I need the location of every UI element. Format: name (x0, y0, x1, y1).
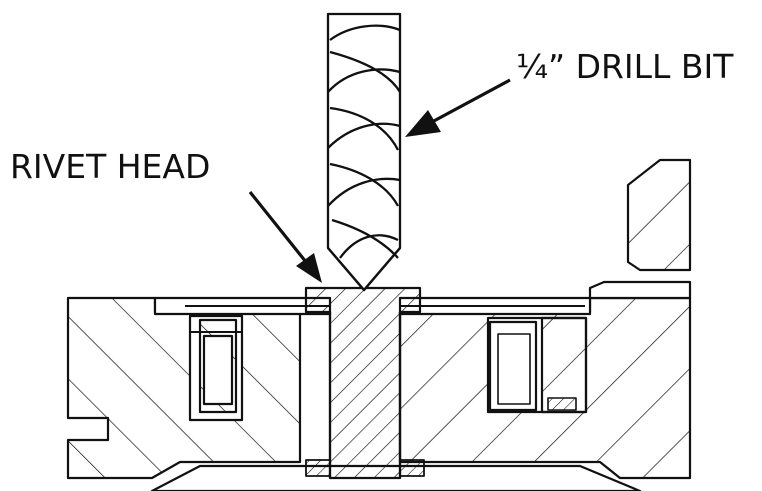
drill-bit-leader (431, 78, 511, 124)
drill-bit-label: ¼” DRILL BIT (516, 47, 734, 86)
drill-flutes (327, 24, 401, 259)
drill-bit (326, 12, 402, 292)
callout-rivet-head: RIVET HEAD (10, 147, 322, 283)
rivet-head-arrowhead (296, 253, 322, 283)
drill-bit-arrowhead (405, 110, 441, 137)
assembly-section (66, 158, 692, 491)
right-upper-block (626, 158, 692, 272)
rivet-head-leader (248, 191, 308, 263)
left-housing (66, 296, 302, 480)
rivet-head-label: RIVET HEAD (10, 147, 210, 186)
callout-drill-bit: ¼” DRILL BIT (405, 47, 734, 137)
